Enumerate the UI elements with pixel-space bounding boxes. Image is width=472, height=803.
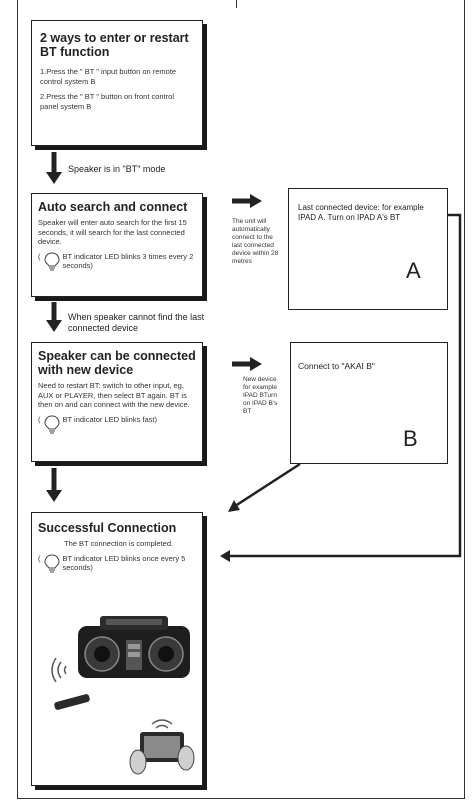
device-b-text: Connect to "AKAI B" <box>298 361 375 371</box>
led-paren: ( <box>38 251 41 261</box>
led-status-row: ( BT indicator LED blinks once every 5 s… <box>38 554 196 574</box>
lightbulb-icon <box>43 414 60 433</box>
step-auto-search-box: Auto search and connect Speaker will ent… <box>31 193 203 297</box>
led-paren: ( <box>38 414 41 424</box>
tablet-in-hands-illustration <box>129 719 195 775</box>
step-enter-bt-title: 2 ways to enter or restart BT function <box>40 31 189 59</box>
led-status-row: ( BT indicator LED blinks 3 times every … <box>38 252 196 272</box>
led-status-row: ( BT indicator LED blinks fast) <box>38 415 196 435</box>
cannot-find-label: When speaker cannot find the last connec… <box>68 312 205 333</box>
page-frame <box>17 0 465 799</box>
device-a-letter: A <box>406 258 421 283</box>
note-auto-connect: The unit will automatically connect to t… <box>232 218 279 265</box>
step-new-device-title: Speaker can be connected with new device <box>38 349 196 377</box>
step-enter-bt-item-1: 1.Press the " BT " input button on remot… <box>40 67 177 86</box>
step-new-device-box: Speaker can be connected with new device… <box>31 342 203 462</box>
led-status-text: BT indicator LED blinks fast) <box>62 414 157 424</box>
led-status-text: BT indicator LED blinks once every 5 sec… <box>62 553 186 573</box>
led-paren: ( <box>38 553 41 563</box>
lightbulb-icon <box>43 251 60 270</box>
device-b-letter: B <box>403 426 418 451</box>
mode-label: Speaker is in "BT" mode <box>68 164 166 174</box>
step-auto-search-text: Speaker will enter auto search for the f… <box>38 218 187 246</box>
speaker-illustration <box>78 616 190 678</box>
step-new-device-text: Need to restart BT: switch to other inpu… <box>38 381 190 409</box>
step-success-title: Successful Connection <box>38 521 177 535</box>
led-status-text: BT indicator LED blinks 3 times every 2 … <box>62 251 194 271</box>
step-enter-bt-box: 2 ways to enter or restart BT function 1… <box>31 20 203 146</box>
top-divider-tick <box>236 0 237 8</box>
note-new-device: New device for example IPAD BTurn on IPA… <box>243 376 278 415</box>
step-success-text: The BT connection is completed. <box>64 539 174 548</box>
wireless-signal-icon <box>51 657 67 683</box>
step-enter-bt-item-2: 2.Press the " BT " button on front contr… <box>40 92 175 111</box>
step-auto-search-title: Auto search and connect <box>38 200 188 214</box>
lightbulb-icon <box>43 553 60 572</box>
remote-control-icon <box>54 694 90 710</box>
device-a-text: Last connected device: for example IPAD … <box>298 203 424 222</box>
